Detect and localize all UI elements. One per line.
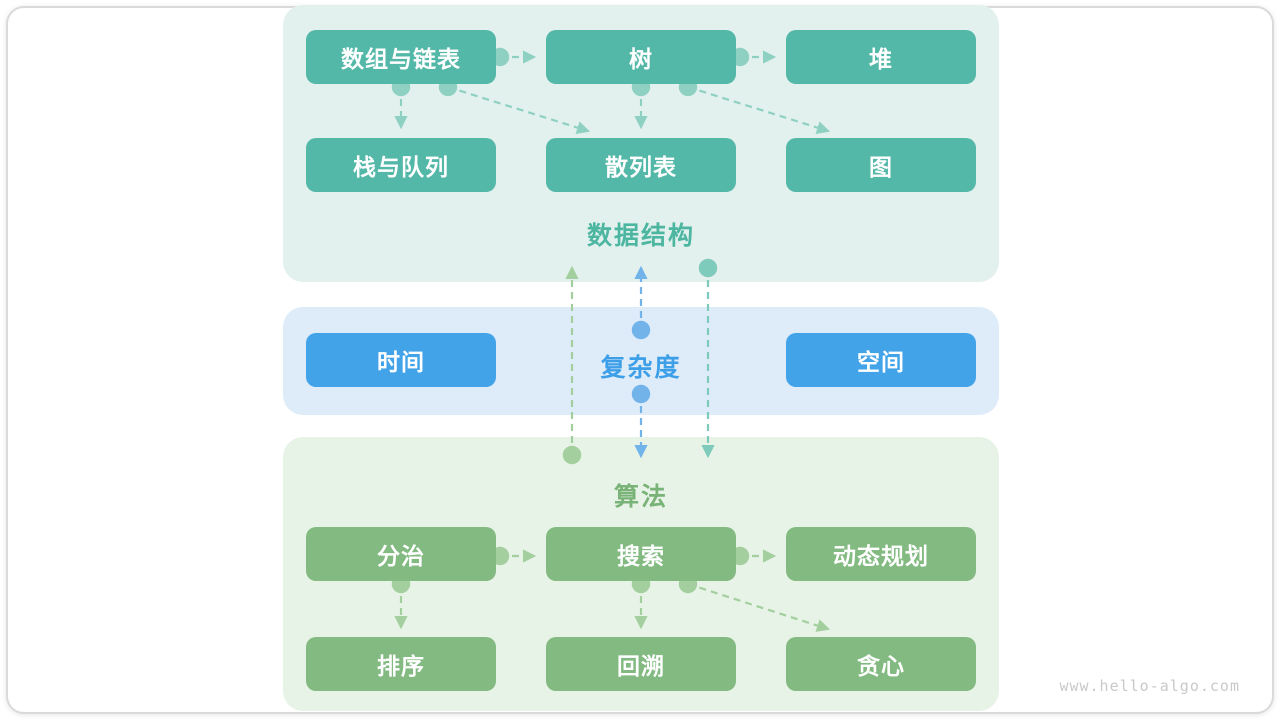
node-time: 时间 [306,333,496,387]
node-hash-table: 散列表 [546,138,736,192]
label-algorithms: 算法 [613,483,668,511]
node-tree: 树 [546,30,736,84]
node-greedy: 贪心 [786,637,976,691]
node-sorting: 排序 [306,637,496,691]
node-space: 空间 [786,333,976,387]
node-stack-queue: 栈与队列 [306,138,496,192]
label-complexity: 复杂度 [600,354,682,382]
node-search: 搜索 [546,527,736,581]
node-heap: 堆 [786,30,976,84]
watermark-url: www.hello-algo.com [1059,677,1240,695]
node-divide-conquer: 分治 [306,527,496,581]
node-dynamic-programming: 动态规划 [786,527,976,581]
node-backtracking: 回溯 [546,637,736,691]
node-arrays-linked-lists: 数组与链表 [306,30,496,84]
label-data-structures: 数据结构 [586,222,695,250]
node-graph: 图 [786,138,976,192]
